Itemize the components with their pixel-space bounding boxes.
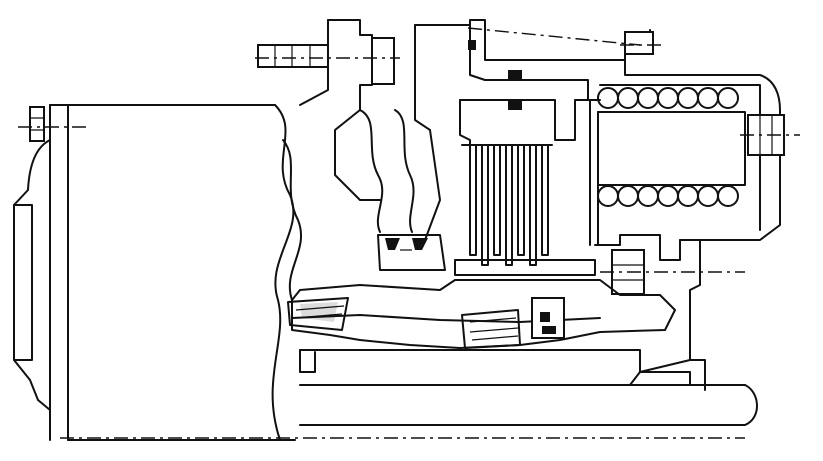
lower-right-nut [594,234,706,391]
bearing-arm [359,24,441,241]
spring-piston [597,111,746,246]
seal-ring [377,234,446,271]
lower-spring-coils [597,185,739,207]
shaft [299,349,758,426]
left-housing [13,104,303,441]
upper-spring-coils [597,87,739,109]
lower-housing [287,279,676,349]
center-lines [18,20,800,439]
brake-disc-pack [454,144,596,276]
left-bolt [29,106,45,142]
upper-flange [257,19,395,201]
